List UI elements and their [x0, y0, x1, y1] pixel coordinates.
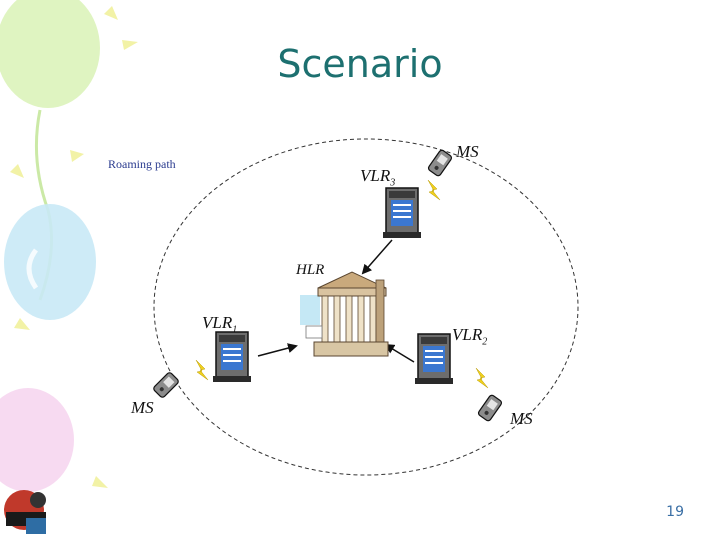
ms-right-label: MS: [510, 409, 533, 428]
balloon-pink-icon: [0, 388, 74, 492]
ms-left-phone-icon: [151, 370, 181, 400]
page-number: 19: [666, 504, 684, 520]
lightning-left-icon: [195, 359, 209, 381]
ms-right-phone-icon: [476, 393, 504, 423]
arrow-vlr2-to-hlr: [384, 343, 415, 363]
slide-title: Scenario: [277, 42, 443, 86]
hlr-building-icon: [300, 271, 389, 357]
vlr1-label: VLR1: [202, 313, 238, 336]
balloon-blue-icon: [4, 204, 96, 320]
roaming-path-caption: Roaming path: [108, 157, 176, 171]
arrow-vlr1-to-hlr: [257, 343, 298, 357]
vlr1-server-icon: [212, 331, 252, 383]
lightning-top-icon: [427, 179, 441, 201]
vlr3-label: VLR3: [360, 166, 396, 189]
clipart-people-icon: [4, 490, 46, 534]
lightning-right-icon: [475, 367, 489, 389]
vlr3-server-icon: [382, 187, 422, 239]
sparkle-icon: [10, 6, 138, 488]
ms-left-label: MS: [131, 398, 154, 417]
arrow-vlr3-to-hlr: [361, 239, 393, 275]
ms-top-label: MS: [456, 142, 479, 161]
hlr-label: HLR: [296, 262, 325, 278]
vlr2-server-icon: [414, 333, 454, 385]
ms-top-phone-icon: [426, 148, 454, 178]
vlr2-label: VLR2: [452, 325, 488, 348]
roaming-path-boundary: [153, 138, 579, 476]
